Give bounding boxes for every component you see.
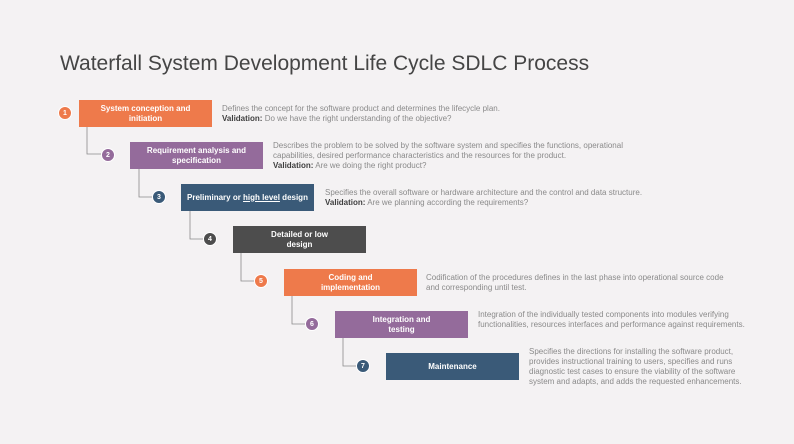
- connector-6-7: [342, 338, 356, 367]
- step-1-validation-label: Validation:: [222, 114, 263, 123]
- step-3-desc-text: Specifies the overall software or hardwa…: [325, 188, 643, 197]
- step-7-desc-text: Specifies the directions for installing …: [529, 347, 742, 386]
- step-7-badge: 7: [356, 359, 370, 373]
- page-title: Waterfall System Development Life Cycle …: [60, 52, 590, 75]
- step-3-box: Preliminary or high level design: [181, 184, 314, 211]
- step-5-label: Coding and implementation: [320, 272, 381, 292]
- connector-1-2: [86, 127, 101, 155]
- step-2-desc-text: Describes the problem to be solved by th…: [273, 141, 623, 160]
- step-4-label: Detailed or low design: [271, 229, 328, 249]
- step-5-box: Coding and implementation: [284, 269, 417, 296]
- step-4-badge: 4: [203, 232, 217, 246]
- step-7-description: Specifies the directions for installing …: [529, 347, 754, 387]
- connector-4-5: [240, 253, 254, 282]
- step-2-badge: 2: [101, 148, 115, 162]
- step-1-description: Defines the concept for the software pro…: [222, 104, 552, 124]
- step-4-box: Detailed or low design: [233, 226, 366, 253]
- step-2-description: Describes the problem to be solved by th…: [273, 141, 643, 171]
- step-6-label: Integration and testing: [372, 314, 431, 334]
- connector-3-4: [189, 211, 203, 240]
- connector-5-6: [291, 296, 305, 325]
- step-5-desc-text: Codification of the procedures defines i…: [426, 273, 724, 292]
- step-1-desc-text: Defines the concept for the software pro…: [222, 104, 500, 113]
- step-1-box: System conception and initiation: [79, 100, 212, 127]
- step-2-validation-text: Are we doing the right product?: [315, 161, 427, 170]
- step-2-label: Requirement analysis and specification: [146, 145, 247, 165]
- step-3-description: Specifies the overall software or hardwa…: [325, 188, 665, 208]
- step-5-description: Codification of the procedures defines i…: [426, 273, 736, 293]
- step-1-badge: 1: [58, 106, 72, 120]
- step-7-box: Maintenance: [386, 353, 519, 380]
- step-6-badge: 6: [305, 317, 319, 331]
- step-6-description: Integration of the individually tested c…: [478, 310, 768, 330]
- connector-2-3: [138, 168, 152, 198]
- step-6-desc-text: Integration of the individually tested c…: [478, 310, 745, 329]
- step-5-badge: 5: [254, 274, 268, 288]
- step-2-validation-label: Validation:: [273, 161, 314, 170]
- step-3-validation-text: Are we planning according the requiremen…: [367, 198, 529, 207]
- step-3-label: Preliminary or high level design: [187, 192, 308, 202]
- step-7-label: Maintenance: [428, 361, 477, 371]
- step-6-box: Integration and testing: [335, 311, 468, 338]
- step-1-label: System conception and initiation: [100, 103, 191, 123]
- step-1-validation-text: Do we have the right understanding of th…: [264, 114, 452, 123]
- step-3-badge: 3: [152, 190, 166, 204]
- step-2-box: Requirement analysis and specification: [130, 142, 263, 169]
- step-3-validation-label: Validation:: [325, 198, 366, 207]
